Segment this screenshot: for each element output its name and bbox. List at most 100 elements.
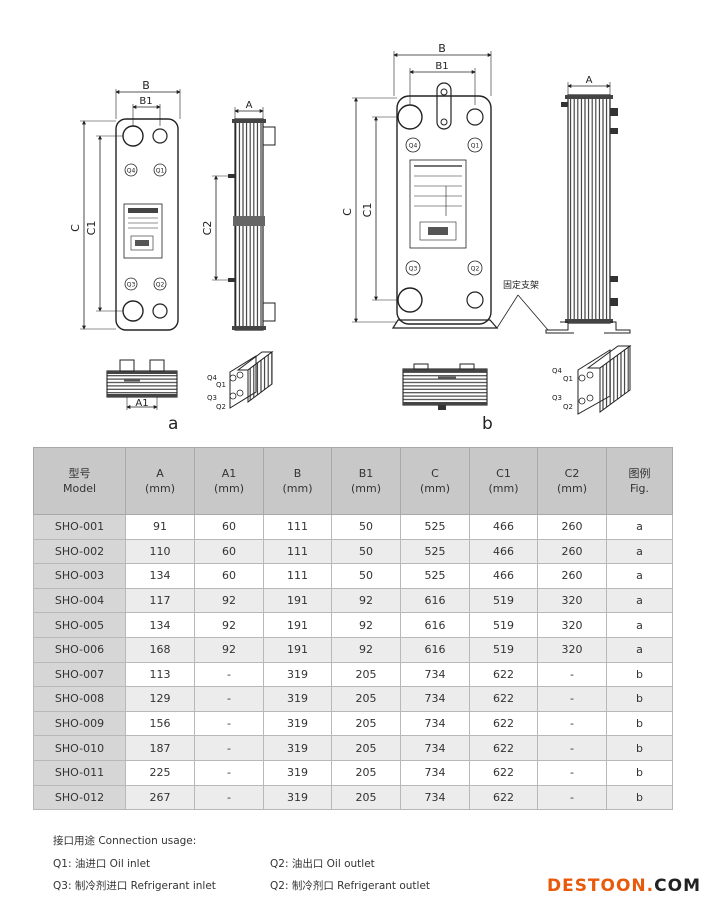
table-cell: - xyxy=(194,759,264,786)
fig-a-dim-b: B xyxy=(142,79,150,92)
table-cell: a xyxy=(606,563,673,589)
table-cell: 92 xyxy=(331,587,401,614)
fig-b-dim-b: B xyxy=(438,42,446,55)
table-cell: 519 xyxy=(469,636,538,663)
fig-b-dim-c1: C1 xyxy=(361,203,374,218)
table-cell: 205 xyxy=(331,686,401,712)
table-cell: - xyxy=(194,686,264,712)
table-cell: - xyxy=(537,661,607,688)
figure-a-label: a xyxy=(168,414,179,434)
table-cell: 91 xyxy=(125,514,195,540)
table-cell: 110 xyxy=(125,538,195,565)
table-cell: 466 xyxy=(469,514,538,540)
table-cell: 525 xyxy=(400,563,470,589)
table-cell: 191 xyxy=(263,587,332,614)
table-cell: - xyxy=(537,686,607,712)
fig-b-dim-a: A xyxy=(586,75,593,86)
column-header: A1(mm) xyxy=(194,447,264,515)
column-header-primary: B xyxy=(293,467,302,480)
table-cell: a xyxy=(606,612,673,638)
table-cell: b xyxy=(606,759,673,786)
model-cell: SHO-003 xyxy=(33,563,126,589)
table-cell: 117 xyxy=(125,587,195,614)
column-header-primary: C xyxy=(431,467,439,480)
table-cell: 734 xyxy=(400,784,470,811)
table-cell: b xyxy=(606,686,673,712)
table-cell: 319 xyxy=(263,710,332,737)
table-cell: 622 xyxy=(469,710,538,737)
table-cell: - xyxy=(537,735,607,761)
fig-a-q2-label: Q2 xyxy=(156,282,165,289)
column-header-primary: A xyxy=(156,467,164,480)
table-cell: 92 xyxy=(194,636,264,663)
table-cell: a xyxy=(606,636,673,663)
fig-a-top-view: A1 xyxy=(106,359,178,410)
column-header: C2(mm) xyxy=(537,447,607,515)
table-cell: 205 xyxy=(331,661,401,688)
table-cell: 60 xyxy=(194,538,264,565)
column-header-secondary: (mm) xyxy=(144,482,175,495)
fig-a-iso-q1: Q1 xyxy=(216,381,226,389)
table-cell: 134 xyxy=(125,563,195,589)
table-cell: 267 xyxy=(125,784,195,811)
fig-b-iso-q1: Q1 xyxy=(563,375,573,383)
figure-b-label: b xyxy=(482,414,493,434)
column-header-primary: C1 xyxy=(496,467,511,480)
table-cell: 260 xyxy=(537,563,607,589)
table-cell: 320 xyxy=(537,612,607,638)
destoon-logo[interactable]: DESTOON.COM xyxy=(547,876,701,896)
model-cell: SHO-001 xyxy=(33,514,126,540)
fig-b-dim-c: C xyxy=(341,208,354,216)
table-cell: 319 xyxy=(263,735,332,761)
table-cell: 466 xyxy=(469,563,538,589)
table-cell: 129 xyxy=(125,686,195,712)
logo-main-text: DESTOON xyxy=(546,876,647,896)
table-cell: b xyxy=(606,735,673,761)
column-header: C(mm) xyxy=(400,447,470,515)
table-cell: 111 xyxy=(263,514,332,540)
note-q2: Q2: 油出口 Oil outlet xyxy=(270,858,375,870)
table-cell: 205 xyxy=(331,735,401,761)
table-cell: 156 xyxy=(125,710,195,737)
model-cell: SHO-012 xyxy=(33,784,126,811)
column-header: C1(mm) xyxy=(469,447,538,515)
table-cell: 319 xyxy=(263,784,332,811)
fig-a-dim-c2: C2 xyxy=(201,221,214,236)
column-header-secondary: Model xyxy=(62,482,97,495)
fig-b-bracket-label: 固定支架 xyxy=(503,279,539,291)
table-cell: 319 xyxy=(263,759,332,786)
table-cell: 50 xyxy=(331,563,401,589)
table-cell: 320 xyxy=(537,587,607,614)
table-cell: - xyxy=(194,735,264,761)
table-cell: 50 xyxy=(331,538,401,565)
table-cell: - xyxy=(537,710,607,737)
table-cell: 622 xyxy=(469,784,538,811)
model-cell: SHO-002 xyxy=(33,538,126,565)
table-cell: 519 xyxy=(469,612,538,638)
table-cell: 734 xyxy=(400,759,470,786)
table-cell: 466 xyxy=(469,538,538,565)
fig-b-dim-b1: B1 xyxy=(435,61,448,72)
fig-a-q3-label: Q3 xyxy=(127,282,136,289)
model-cell: SHO-006 xyxy=(33,636,126,663)
table-cell: 616 xyxy=(400,587,470,614)
fig-b-side-view: A xyxy=(545,75,631,334)
fig-a-front-view: Q4 Q1 Q3 Q2 B B1 C C1 xyxy=(69,79,181,331)
column-header-secondary: Fig. xyxy=(629,482,650,495)
column-header-primary: C2 xyxy=(564,467,580,480)
table-cell: 734 xyxy=(400,735,470,761)
table-cell: 525 xyxy=(400,514,470,540)
table-cell: 92 xyxy=(331,612,401,638)
table-cell: 319 xyxy=(263,661,332,688)
fig-b-front-view: Q4 Q1 Q3 Q2 固定支架 B B1 C C1 xyxy=(341,42,549,331)
fig-b-iso-q3: Q3 xyxy=(552,394,562,402)
model-cell: SHO-010 xyxy=(33,735,126,761)
